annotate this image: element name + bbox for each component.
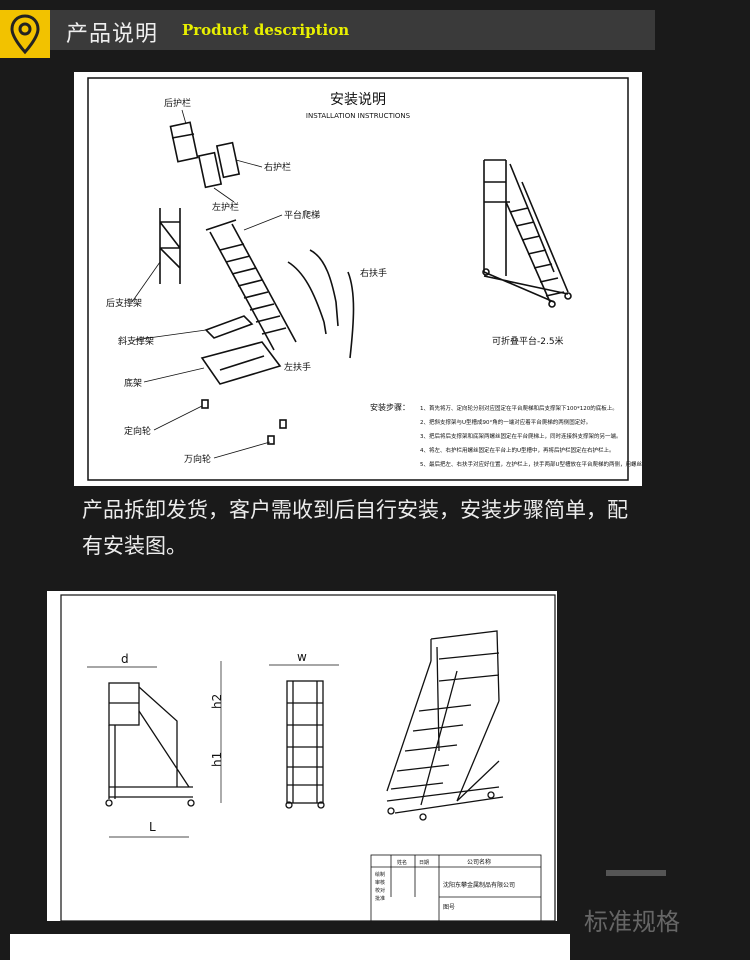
drawing-number-label: 图号 [443, 904, 455, 911]
dimension-label: w [297, 650, 307, 664]
part-label: 平台爬梯 [284, 209, 320, 221]
company-name-label: 公司名称 [467, 858, 491, 866]
dimension-label: h2 [210, 694, 224, 709]
installation-diagram: 安装说明 INSTALLATION INSTRUCTIONS 后护栏 右护栏 左… [74, 72, 670, 486]
dimension-label: d [121, 652, 129, 666]
table-row-label: 校对 [375, 887, 385, 894]
table-header: 日期 [419, 860, 429, 866]
side-view [105, 682, 195, 807]
step-text: 2、把斜支撑架与U型槽成90°角的一端对应着平台爬梯的两侧固定好。 [420, 418, 591, 426]
assembled-platform [482, 159, 572, 308]
part-label: 底架 [124, 377, 142, 389]
step-text: 1、首先将万、定向轮分别对应固定在平台爬梯和后支撑架下100*120的底板上。 [420, 404, 618, 412]
product-description: 产品拆卸发货，客户需收到后自行安装，安装步骤简单，配有安装图。 [82, 498, 628, 558]
divider [606, 870, 666, 876]
table-header: 姓名 [397, 859, 407, 866]
table-row-label: 审核 [375, 879, 385, 886]
table-row-label: 绘制 [375, 871, 385, 878]
table-row-label: 批准 [375, 895, 385, 902]
install-title: 安装说明 [330, 92, 386, 108]
part-label: 万向轮 [184, 453, 211, 465]
part-label: 右护栏 [264, 161, 291, 173]
section-title: 产品说明 [66, 22, 159, 47]
part-label: 后支撑架 [106, 297, 142, 309]
steps-label: 安装步骤： [370, 402, 410, 412]
step-text: 4、将左、右护栏用螺丝固定在平台上的U型槽中，再将后护栏固定在右护栏上。 [420, 446, 615, 454]
install-subtitle: INSTALLATION INSTRUCTIONS [306, 112, 411, 120]
section-header: 产品说明 Product description [0, 10, 655, 58]
leader-lines [131, 109, 283, 459]
part-label: 定向轮 [124, 425, 151, 437]
part-label: 后护栏 [164, 97, 191, 109]
step-text: 3、把后将后支撑架和底架两螺丝固定在平台爬梯上，同时连接斜支撑架的另一端。 [420, 432, 622, 440]
part-label: 左扶手 [284, 361, 311, 373]
location-pin-icon [0, 10, 50, 58]
assembled-caption: 可折叠平台-2.5米 [492, 335, 564, 347]
dimension-label: L [149, 820, 156, 834]
exploded-parts [159, 121, 355, 445]
dimension-label: h1 [210, 752, 224, 767]
section-subtitle: Product description [182, 21, 350, 39]
part-label: 斜支撑架 [118, 335, 154, 347]
dimension-lines [87, 661, 339, 838]
iso-view [386, 630, 504, 821]
front-view [285, 680, 325, 809]
company-name: 沈阳东攀金属制品有限公司 [443, 881, 515, 889]
dimension-drawing: d w h2 h1 L 姓名 日期 绘制 审核 校对 批准 公司名称 沈阳东攀金… [47, 591, 557, 922]
spec-heading: 标准规格 [584, 908, 680, 936]
part-label: 左护栏 [212, 201, 239, 213]
next-panel-edge [10, 934, 570, 960]
part-label: 右扶手 [360, 267, 387, 279]
step-text: 5、最后把左、右扶手对应好位置，左护栏上，扶手两部U型槽放在平台爬梯的两侧，用螺… [420, 460, 642, 468]
